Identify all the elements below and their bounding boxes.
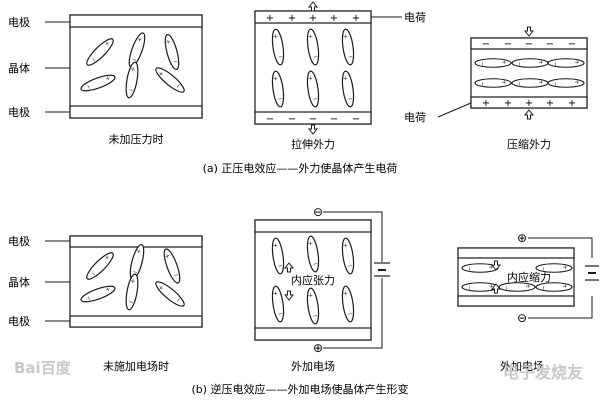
dipole: [511, 78, 549, 88]
watermark-elecfans: 电子发烧友: [503, 363, 584, 382]
a3-minus-sign: −: [546, 39, 554, 50]
a3-plus-sign: +: [546, 98, 554, 109]
a3-minus-sign: −: [568, 39, 576, 50]
b1-top-electrode: [69, 235, 203, 248]
b2-crystal-block: 内应张力: [254, 219, 372, 341]
b1-crystal-block: [69, 235, 203, 328]
stress-arrow-up-icon: [283, 262, 295, 273]
dipole: [547, 78, 585, 88]
stress-arrow-down-icon: [283, 290, 295, 301]
compression-arrow-down-icon: [523, 26, 535, 37]
label-charge-bottom: 电荷: [404, 111, 426, 124]
label-electrode-b-bottom: 电极: [8, 314, 30, 328]
a3-minus-sign: −: [482, 39, 490, 50]
a2-minus-sign: −: [352, 114, 360, 125]
label-crystal-b: 晶体: [8, 275, 30, 289]
b3-negative-terminal: ⊖: [517, 311, 527, 325]
b3-wire-bottom: [528, 296, 593, 319]
caption-panel-a: (a) 正压电效应——外力使晶体产生电荷: [203, 161, 398, 175]
b2-battery-icon: [374, 262, 390, 277]
a3-bottom-electrode: [470, 96, 588, 109]
b2-wire-bottom: [323, 278, 383, 349]
label-crystal-a: 晶体: [8, 61, 30, 75]
label-charge-top: 电荷: [404, 11, 426, 24]
a3-top-electrode: [470, 37, 588, 50]
b2-top-electrode: [254, 219, 372, 233]
a3-plus-sign: +: [568, 98, 576, 109]
a1-top-electrode: [69, 14, 203, 28]
a3-plus-sign: +: [482, 98, 490, 109]
dipole: [511, 58, 549, 68]
tension-arrow-down-icon: [307, 124, 319, 135]
a2-minus-sign: −: [266, 114, 274, 125]
a2-minus-sign: −: [288, 114, 296, 125]
b2-wire-top: [323, 211, 383, 262]
b3-positive-terminal: ⊕: [517, 231, 527, 245]
a2-minus-sign: −: [309, 114, 317, 125]
tension-arrow-up-icon: [307, 1, 319, 12]
b3-top-electrode: [457, 247, 575, 259]
caption-a3: 压缩外力: [507, 138, 551, 151]
a2-plus-sign: +: [309, 13, 317, 24]
compression-arrow-up-icon: [523, 109, 535, 120]
a3-minus-sign: −: [504, 39, 512, 50]
a2-plus-sign: +: [330, 13, 338, 24]
a2-minus-sign: −: [330, 114, 338, 125]
caption-b3: 外加电场: [500, 359, 544, 373]
dipole: [461, 282, 499, 292]
label-electrode-a-bottom: 电极: [8, 105, 30, 119]
b3-bottom-electrode: [457, 295, 575, 307]
label-internal-tension: 内应张力: [291, 273, 335, 287]
dipole: [535, 282, 573, 292]
a3-plus-sign: +: [525, 98, 533, 109]
a2-bottom-electrode: [254, 111, 372, 125]
compress-arrow-up-icon: [490, 283, 502, 294]
b2-negative-terminal: ⊖: [313, 205, 323, 219]
label-electrode-a-top: 电极: [8, 15, 30, 29]
a1-bottom-electrode: [69, 105, 203, 119]
caption-a1: 未加压力时: [109, 133, 164, 146]
dipole: [498, 282, 536, 292]
b2-bottom-electrode: [254, 327, 372, 341]
a2-plus-sign: +: [352, 13, 360, 24]
b1-bottom-electrode: [69, 315, 203, 328]
b3-battery-icon: [585, 265, 599, 281]
label-internal-compression: 内应缩力: [507, 270, 551, 284]
caption-a2: 拉伸外力: [291, 137, 335, 151]
watermark-baidu: Bai百度: [14, 359, 72, 377]
a2-plus-sign: +: [288, 13, 296, 24]
a3-minus-sign: −: [525, 39, 533, 50]
b2-positive-terminal: ⊕: [313, 341, 323, 355]
caption-b1: 未施加电场时: [103, 359, 169, 373]
dipole: [547, 58, 585, 68]
b3-crystal-block: 内应缩力: [457, 247, 575, 307]
a2-crystal-block: + + + + + − − − − −: [254, 10, 372, 125]
a3-plus-sign: +: [504, 98, 512, 109]
b3-wire-top: [528, 237, 593, 258]
dipole: [474, 78, 512, 88]
a3-crystal-block: − − − − − + + + + +: [470, 37, 588, 109]
compress-arrow-down-icon: [490, 260, 502, 271]
dipole: [474, 58, 512, 68]
caption-b2: 外加电场: [291, 359, 335, 373]
label-electrode-b-top: 电极: [8, 234, 30, 248]
a1-crystal-block: [69, 14, 203, 119]
caption-panel-b: (b) 逆压电效应——外加电场使晶体产生形变: [191, 382, 408, 396]
a3-charge-leader: [437, 102, 472, 118]
a2-plus-sign: +: [266, 13, 274, 24]
